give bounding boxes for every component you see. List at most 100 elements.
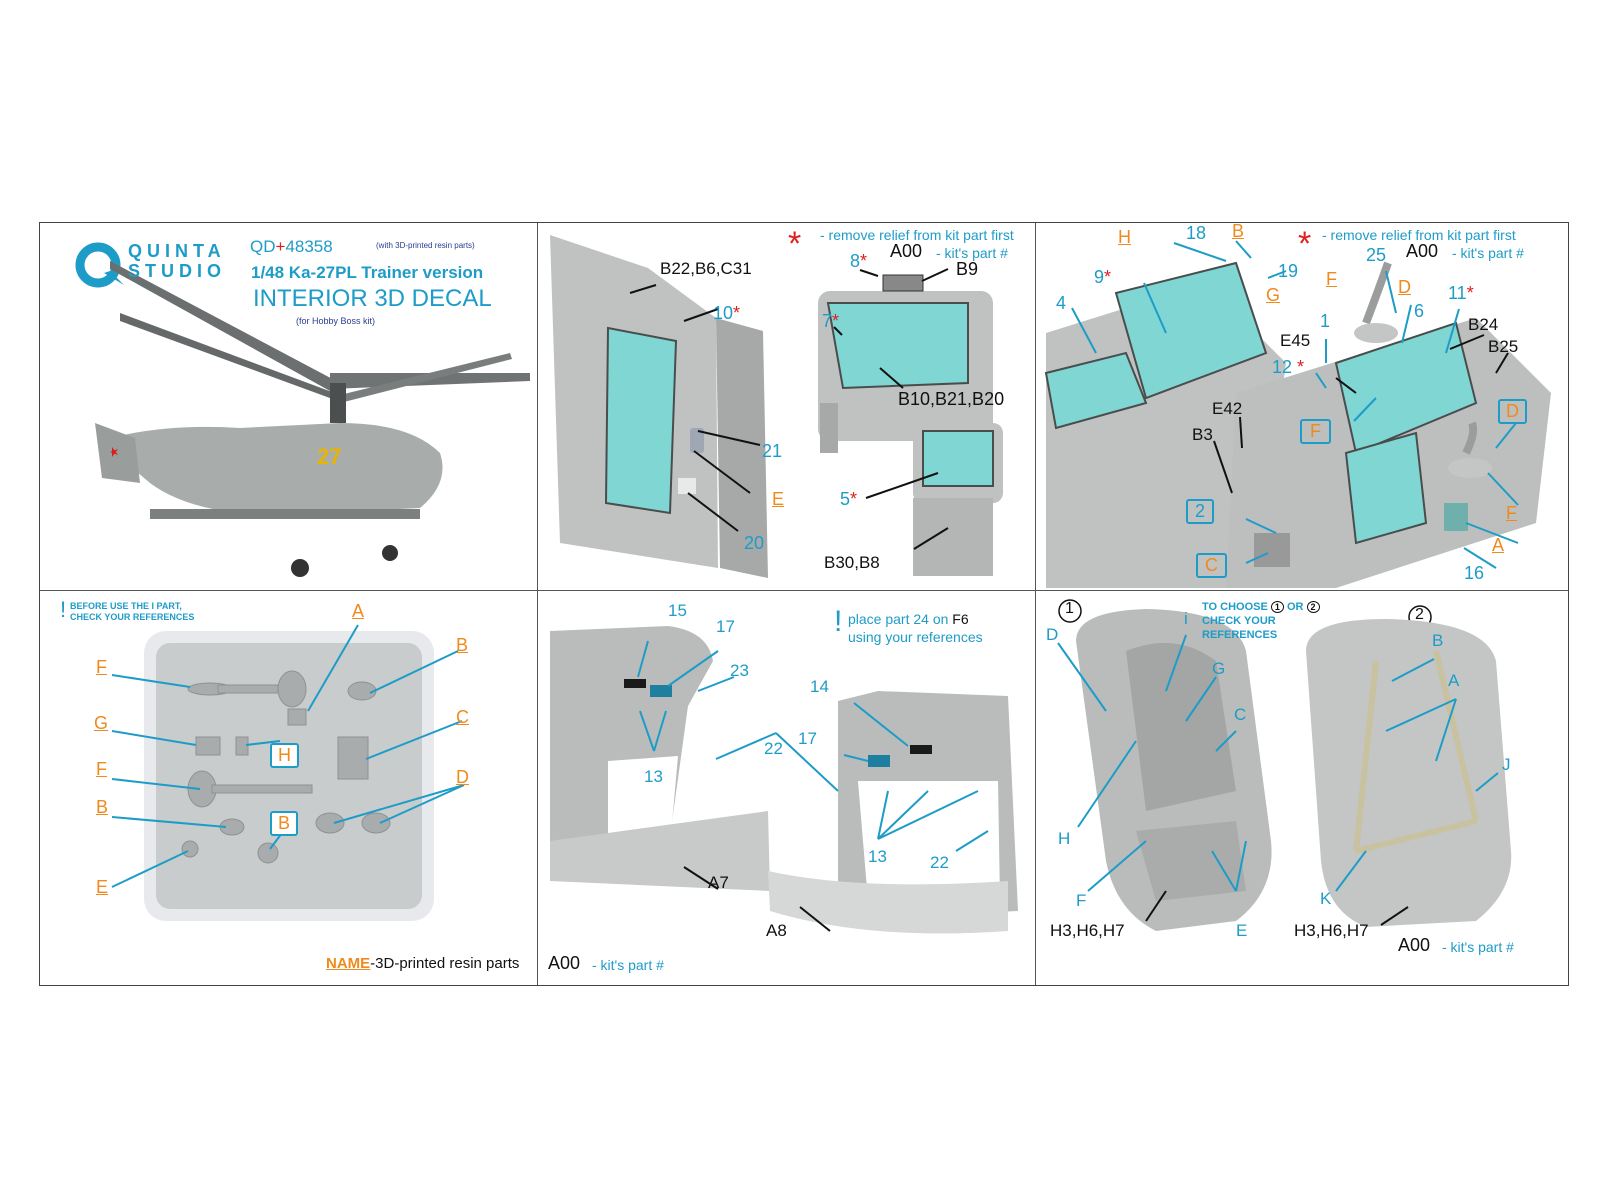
product-plus: +	[275, 237, 286, 256]
seat-label-d: D	[1046, 625, 1059, 644]
panel3-graphics	[1044, 240, 1551, 588]
brand-line2: STUDIO	[128, 261, 227, 281]
note-icon: !	[834, 605, 843, 638]
panel-cockpit: * - remove relief from kit part first A0…	[1036, 223, 1569, 590]
kit-part-code-4: A00	[1398, 935, 1431, 955]
kit-part-text-2: - kit's part #	[1452, 245, 1524, 261]
label-23: 23	[730, 661, 749, 680]
label-17a: 17	[716, 617, 735, 636]
tail-number: 27	[317, 444, 341, 469]
label-22a: 22	[764, 739, 783, 758]
divider-v1	[537, 223, 538, 985]
label-9: 9*	[1094, 267, 1112, 287]
label-10: 10*	[713, 303, 741, 323]
label-b10: B10,B21,B20	[898, 389, 1005, 409]
warning-line1: BEFORE USE THE I PART,	[70, 601, 182, 611]
remove-relief-icon: *	[788, 225, 802, 263]
brand-line1: QUINTA	[128, 241, 226, 261]
label-22b: 22	[930, 853, 949, 872]
seat-label-h3a: H3,H6,H7	[1050, 921, 1125, 940]
label-a: A	[1492, 535, 1505, 555]
product-number: 48358	[285, 237, 333, 256]
label-d1: D	[1398, 277, 1411, 297]
panel-canopy: ! place part 24 on F6 using your referen…	[538, 591, 1035, 987]
choose-line2: CHECK YOUR	[1202, 615, 1276, 627]
note-line2: using your references	[848, 629, 983, 645]
label-12: 12 *	[1272, 357, 1305, 377]
kit-part-text-4: - kit's part #	[1442, 939, 1514, 955]
label-f1: F	[1326, 269, 1337, 289]
resin-label-c: C	[456, 707, 469, 727]
kit-part-code-2: A00	[1406, 241, 1439, 261]
resin-label-h: H	[270, 743, 299, 768]
remove-relief-text: - remove relief from kit part first	[820, 227, 1014, 243]
seat-label-c: C	[1234, 705, 1247, 724]
label-f2: F	[1300, 419, 1331, 444]
seat-label-h3b: H3,H6,H7	[1294, 921, 1369, 940]
note-line1: place part 24 on F6	[848, 611, 969, 627]
divider-v2	[1035, 223, 1036, 985]
header-graphics: 27	[75, 242, 530, 577]
resin-label-e: E	[96, 877, 109, 897]
seat-label-j: J	[1502, 755, 1511, 774]
label-20: 20	[744, 533, 765, 553]
product-code: QD+48358	[250, 237, 333, 257]
resin-label-f2: F	[96, 759, 107, 779]
seat-label-f: F	[1076, 891, 1087, 910]
label-11: 11*	[1448, 283, 1474, 303]
panel-seats: 1 2 TO CHOOSE 1 OR 2 CHECK YOUR REFERENC…	[1036, 591, 1569, 987]
label-a8: A8	[766, 921, 787, 940]
panel-resin: ! BEFORE USE THE I PART, CHECK YOUR REFE…	[40, 591, 537, 987]
scale-title: 1/48 Ka-27PL Trainer version	[251, 263, 484, 282]
panel-instrument: * - remove relief from kit part first A0…	[538, 223, 1035, 590]
divider-h	[40, 590, 1568, 591]
label-e42: E42	[1212, 399, 1243, 418]
label-a7: A7	[708, 873, 729, 892]
seat-label-k: K	[1320, 889, 1332, 908]
panel6-graphics	[1057, 599, 1512, 931]
kit-part-code-3: A00	[548, 953, 581, 973]
label-19: 19	[1278, 261, 1299, 281]
resin-note: (with 3D-printed resin parts)	[376, 241, 475, 250]
label-1: 1	[1320, 311, 1331, 331]
label-25: 25	[1366, 245, 1387, 265]
helicopter-photo	[95, 261, 530, 577]
label-17b: 17	[798, 729, 817, 748]
instruction-sheet: 27 QUINTA STUDIO QD+48358 (with 3D-print…	[39, 222, 1569, 986]
seat-label-h: H	[1058, 829, 1071, 848]
remove-relief-text-2: - remove relief from kit part first	[1322, 227, 1516, 243]
resin-label-f1: F	[96, 657, 107, 677]
resin-label-g: G	[94, 713, 109, 733]
label-18: 18	[1186, 223, 1207, 243]
panel-header: 27 QUINTA STUDIO QD+48358 (with 3D-print…	[40, 223, 537, 590]
label-14: 14	[810, 677, 829, 696]
label-f3: F	[1506, 503, 1517, 523]
label-b30: B30,B8	[824, 553, 880, 572]
label-6: 6	[1414, 301, 1425, 321]
resin-label-b2: B	[96, 797, 109, 817]
label-13a: 13	[644, 767, 663, 786]
seat-label-g: G	[1212, 659, 1226, 678]
seat-label-b: B	[1432, 631, 1444, 650]
seat-label-a: A	[1448, 671, 1460, 690]
choose-line1: TO CHOOSE 1 OR 2	[1202, 601, 1320, 613]
label-e45: E45	[1280, 331, 1311, 350]
label-4: 4	[1056, 293, 1067, 313]
label-d2: D	[1498, 399, 1527, 424]
warning-line2: CHECK YOUR REFERENCES	[70, 612, 195, 622]
panel2-graphics	[550, 235, 1003, 578]
remove-relief-icon-2: *	[1298, 225, 1312, 263]
resin-label-a: A	[352, 601, 365, 621]
choice-1-circle	[1058, 599, 1082, 623]
resin-legend: NAME-3D-printed resin parts	[326, 955, 520, 972]
main-title: INTERIOR 3D DECAL	[253, 285, 492, 312]
resin-label-b3: B	[270, 811, 299, 836]
label-h: H	[1118, 227, 1131, 247]
label-b3: B3	[1192, 425, 1213, 444]
label-b9: B9	[956, 259, 979, 279]
label-7: 7*	[822, 311, 840, 331]
label-13b: 13	[868, 847, 887, 866]
kit-part-text-3: - kit's part #	[592, 957, 664, 973]
seat-label-e: E	[1236, 921, 1248, 940]
label-16: 16	[1464, 563, 1485, 583]
